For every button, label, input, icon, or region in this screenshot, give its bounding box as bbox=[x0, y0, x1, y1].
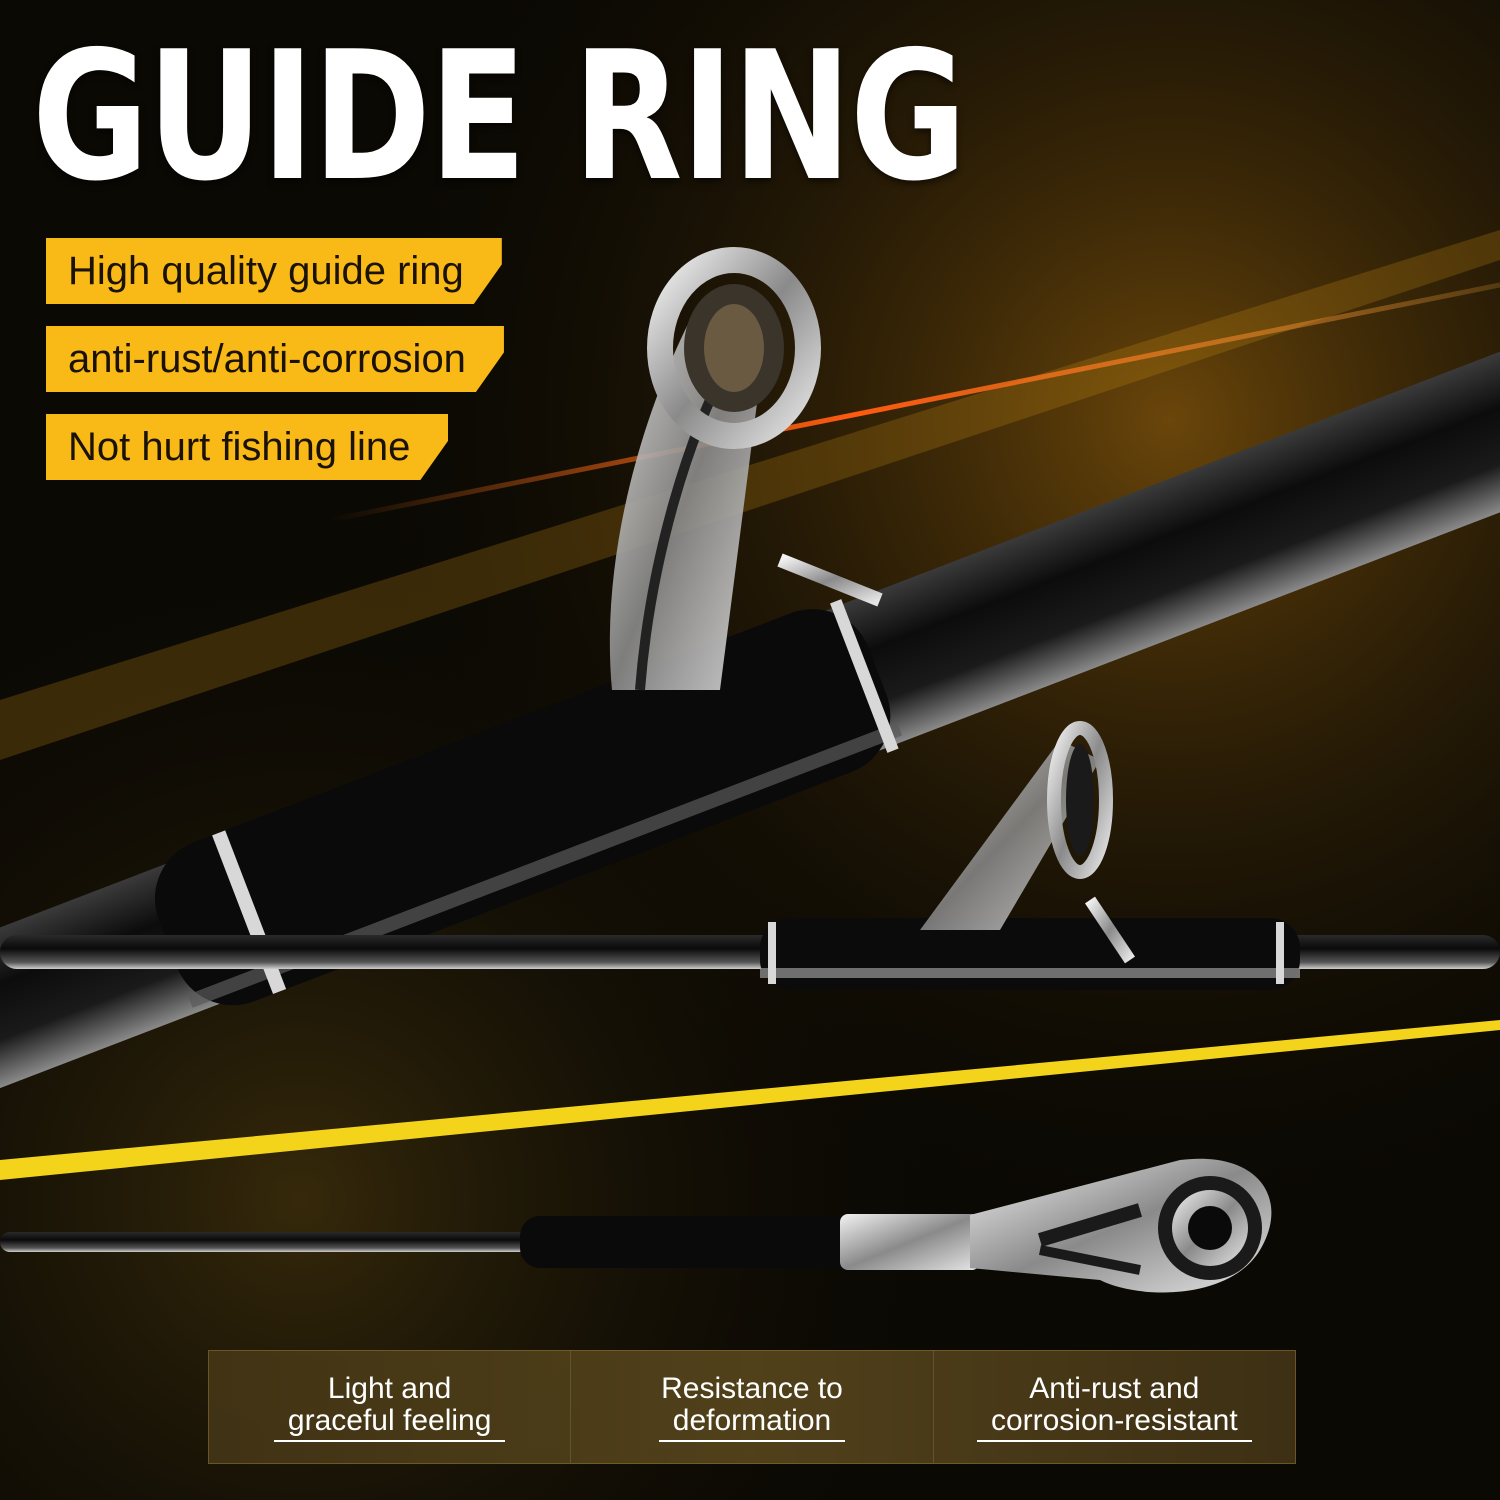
feature-tag-anti-rust: anti-rust/anti-corrosion bbox=[46, 326, 504, 392]
panel-item-line2: corrosion-resistant bbox=[976, 1404, 1252, 1442]
feature-panel: Light and graceful feeling Resistance to… bbox=[208, 1350, 1296, 1464]
panel-item-line2: graceful feeling bbox=[273, 1404, 506, 1442]
feature-tag-quality: High quality guide ring bbox=[46, 238, 502, 304]
large-guide-ring bbox=[609, 247, 883, 691]
panel-item-light: Light and graceful feeling bbox=[209, 1351, 570, 1463]
panel-item-line1: Light and bbox=[327, 1371, 452, 1405]
feature-tag-line-safe: Not hurt fishing line bbox=[46, 414, 448, 480]
medium-guide-ring bbox=[920, 721, 1135, 964]
tip-top-guide bbox=[970, 1158, 1272, 1293]
panel-item-line1: Anti-rust and bbox=[1029, 1371, 1200, 1405]
panel-item-line1: Resistance to bbox=[661, 1371, 843, 1405]
panel-item-corrosion: Anti-rust and corrosion-resistant bbox=[932, 1351, 1295, 1463]
panel-item-deformation: Resistance to deformation bbox=[570, 1351, 932, 1463]
page-title: GUIDE RING bbox=[32, 13, 967, 220]
panel-item-line2: deformation bbox=[658, 1404, 846, 1442]
